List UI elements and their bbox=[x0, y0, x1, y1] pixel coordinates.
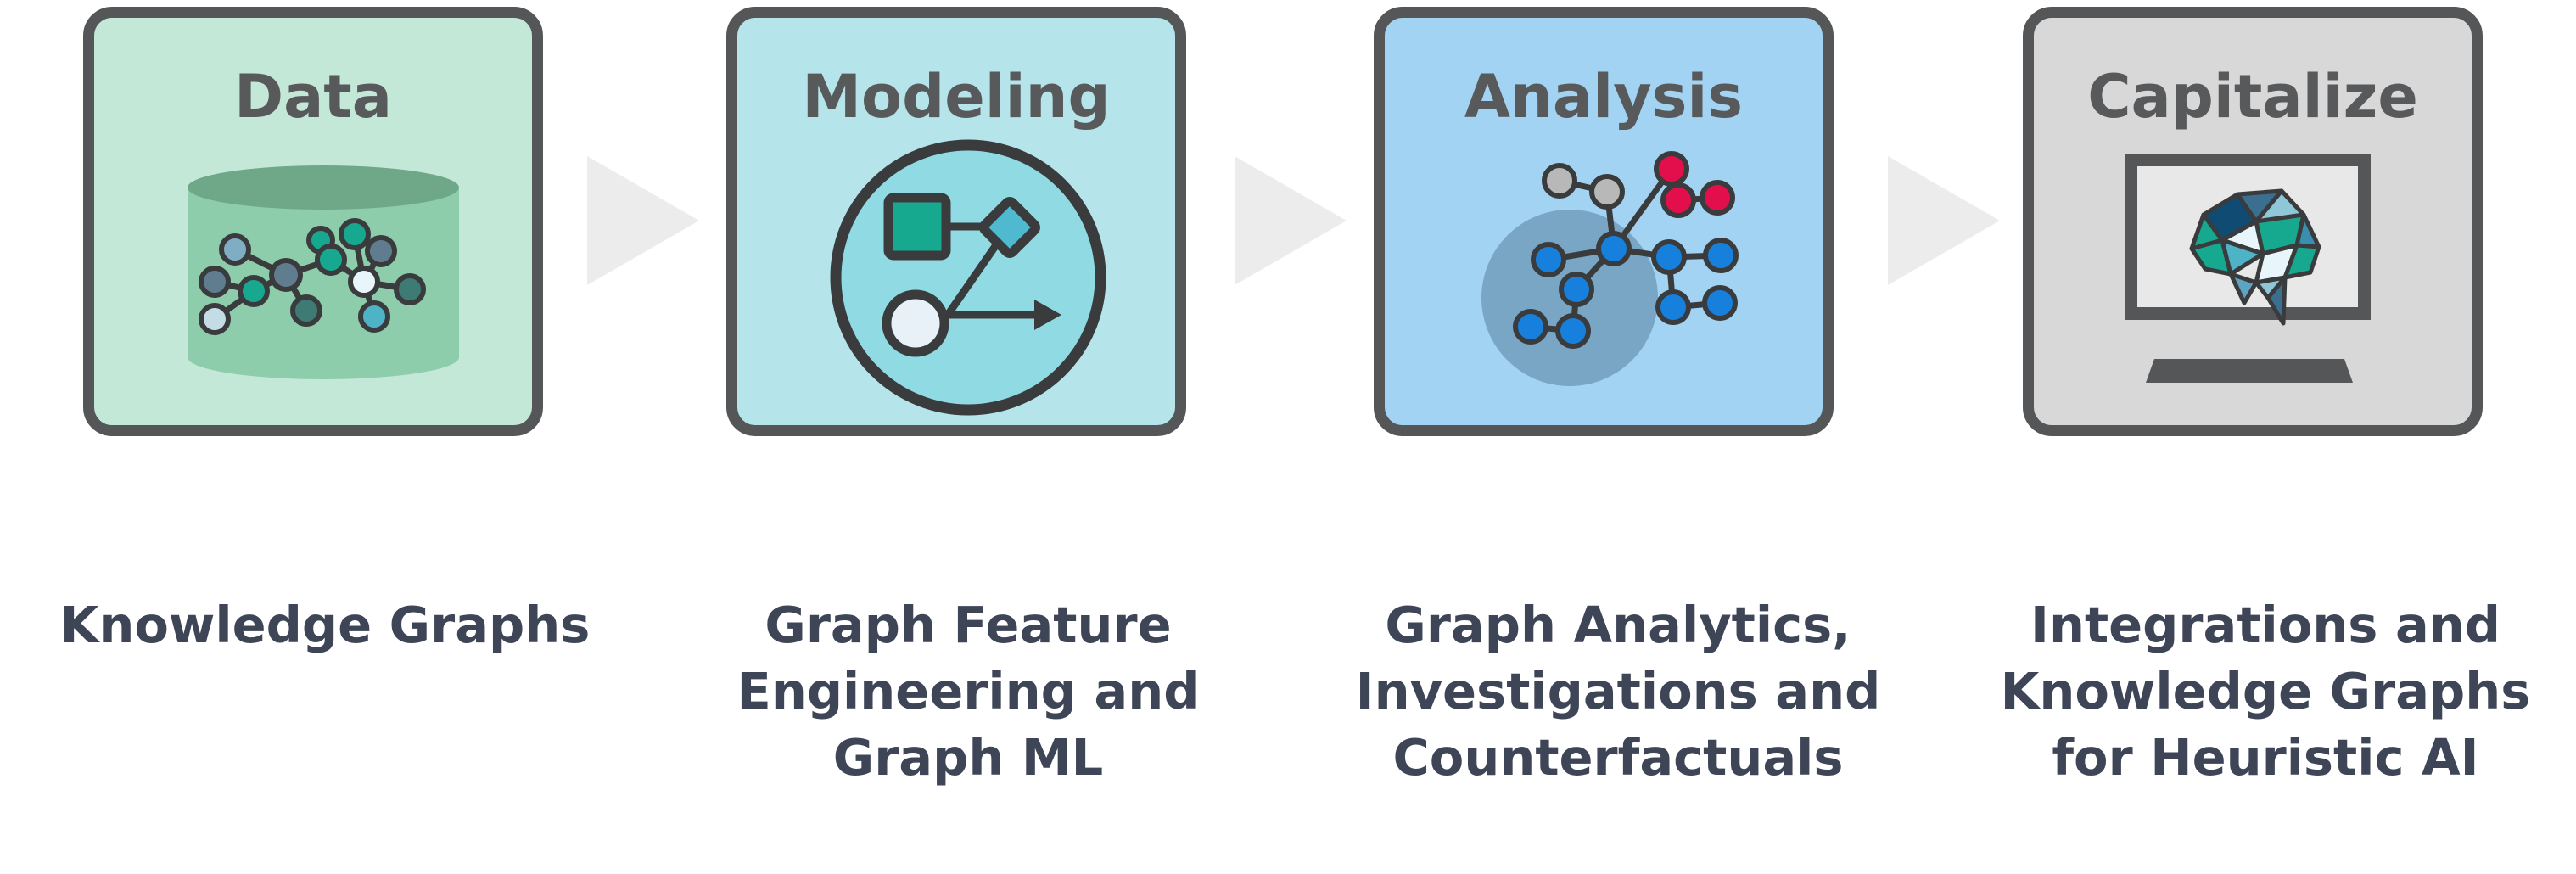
stage-card-modeling: Modeling bbox=[726, 7, 1186, 436]
caption-line: Investigations and bbox=[1355, 662, 1881, 720]
graph-model-icon bbox=[830, 139, 1106, 416]
network-analysis-icon bbox=[1481, 151, 1739, 386]
caption-line: Knowledge Graphs bbox=[2000, 662, 2531, 720]
stage-caption-capitalize: Integrations and Knowledge Graphs for He… bbox=[1977, 592, 2554, 791]
caption-line: Knowledge Graphs bbox=[59, 596, 591, 654]
stage-card-analysis: Analysis bbox=[1374, 7, 1834, 436]
stage-title: Analysis bbox=[1464, 62, 1744, 132]
caption-line: for Heuristic AI bbox=[2052, 728, 2479, 787]
stage-card-data: Data bbox=[83, 7, 543, 436]
stage-caption-modeling: Graph Feature Engineering and Graph ML bbox=[680, 592, 1257, 791]
chevron-right-icon bbox=[1888, 156, 2000, 285]
stage-title: Modeling bbox=[802, 62, 1111, 132]
chevron-right-icon bbox=[1235, 156, 1347, 285]
stage-caption-data: Knowledge Graphs bbox=[36, 592, 613, 658]
monitor-brain-icon bbox=[2125, 154, 2371, 383]
caption-line: Counterfactuals bbox=[1392, 728, 1844, 787]
caption-line: Graph ML bbox=[832, 728, 1104, 787]
caption-line: Graph Feature bbox=[764, 596, 1172, 654]
caption-line: Engineering and bbox=[736, 662, 1200, 720]
stage-title: Capitalize bbox=[2087, 62, 2418, 132]
caption-line: Integrations and bbox=[2030, 596, 2500, 654]
caption-line: Graph Analytics, bbox=[1385, 596, 1851, 654]
chevron-right-icon bbox=[587, 156, 699, 285]
stage-card-capitalize: Capitalize bbox=[2023, 7, 2483, 436]
database-graph-icon bbox=[188, 165, 459, 379]
stage-caption-analysis: Graph Analytics, Investigations and Coun… bbox=[1330, 592, 1907, 791]
stage-title: Data bbox=[233, 62, 393, 132]
